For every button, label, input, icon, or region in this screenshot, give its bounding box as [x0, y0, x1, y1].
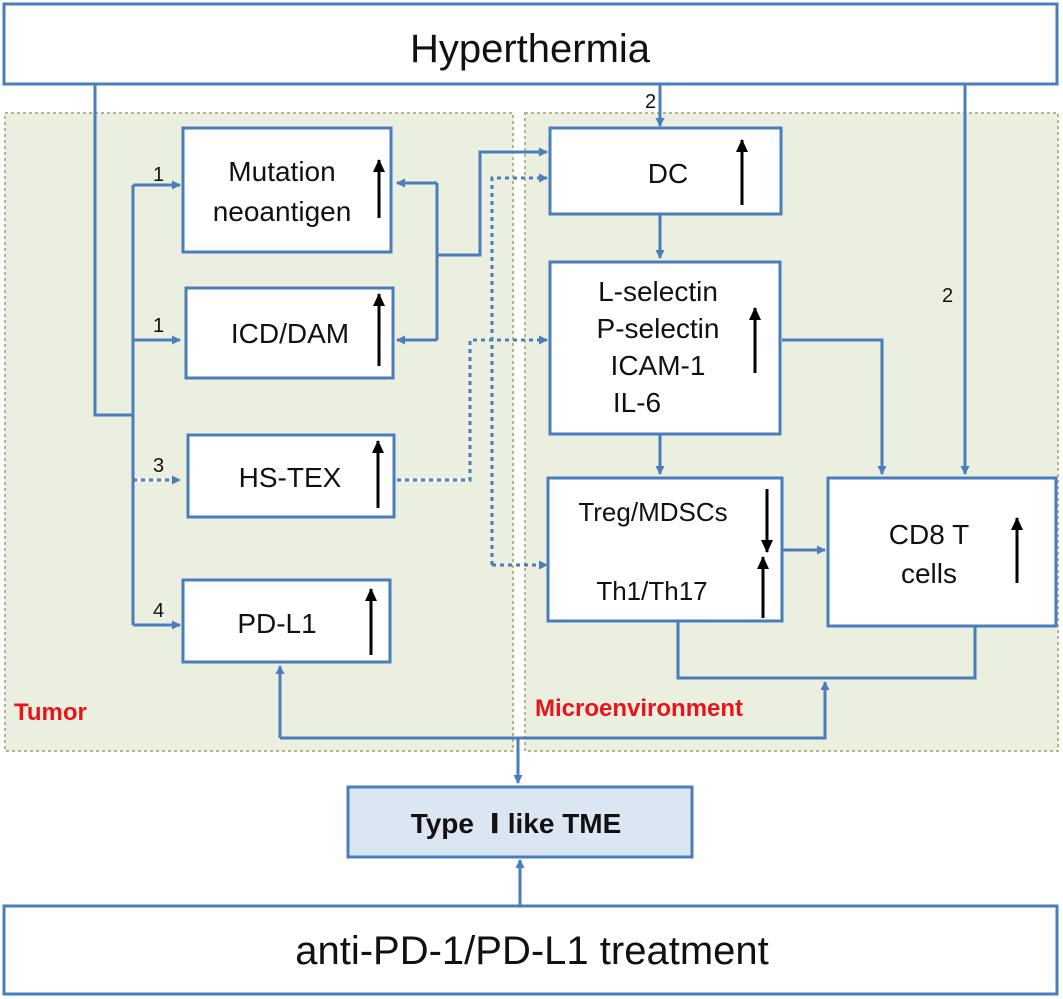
icam1-label: ICAM-1	[611, 350, 706, 381]
hyperthermia-box	[2, 2, 1059, 86]
num-dc: 2	[645, 91, 656, 113]
num-hstex: 3	[153, 455, 164, 477]
th-label: Th1/Th17	[596, 576, 707, 606]
num-icd: 1	[153, 315, 164, 337]
num-mutation: 1	[153, 164, 164, 186]
tumor-label: Tumor	[14, 699, 87, 726]
indicator-arrows	[365, 139, 1023, 655]
cells-label: cells	[901, 558, 957, 589]
cd8-box	[826, 476, 1058, 628]
l-selectin-label: L-selectin	[598, 276, 718, 307]
il6-label: IL-6	[613, 387, 661, 418]
type1-tme-label: Type Ⅰ like TME	[411, 808, 622, 839]
mutation-label: Mutation	[228, 156, 335, 187]
pdl1-label: PD-L1	[237, 608, 316, 639]
connectors	[93, 85, 977, 905]
treg-label: Treg/MDSCs	[578, 497, 727, 527]
dotted-connectors	[133, 173, 548, 570]
num-pdl1: 4	[153, 600, 164, 622]
type1-tme-box	[346, 785, 694, 859]
hstex-label: HS-TEX	[239, 462, 342, 493]
p-selectin-label: P-selectin	[597, 313, 720, 344]
selectin-box	[548, 260, 782, 436]
dc-label: DC	[648, 158, 688, 189]
microenvironment-label: Microenvironment	[535, 695, 743, 722]
pdl1-box	[181, 578, 392, 664]
treg-th-box	[546, 476, 784, 623]
treatment-box	[2, 904, 1059, 996]
hstex-box	[186, 433, 396, 519]
cd8-label: CD8 T	[889, 519, 969, 550]
icd-box	[184, 286, 395, 380]
icd-label: ICD/DAM	[231, 318, 349, 349]
hyperthermia-label: Hyperthermia	[410, 27, 651, 71]
neoantigen-label: neoantigen	[213, 196, 352, 227]
mutation-box	[181, 126, 393, 254]
treatment-label: anti-PD-1/PD-L1 treatment	[295, 929, 769, 973]
num-cd8: 2	[942, 285, 953, 307]
